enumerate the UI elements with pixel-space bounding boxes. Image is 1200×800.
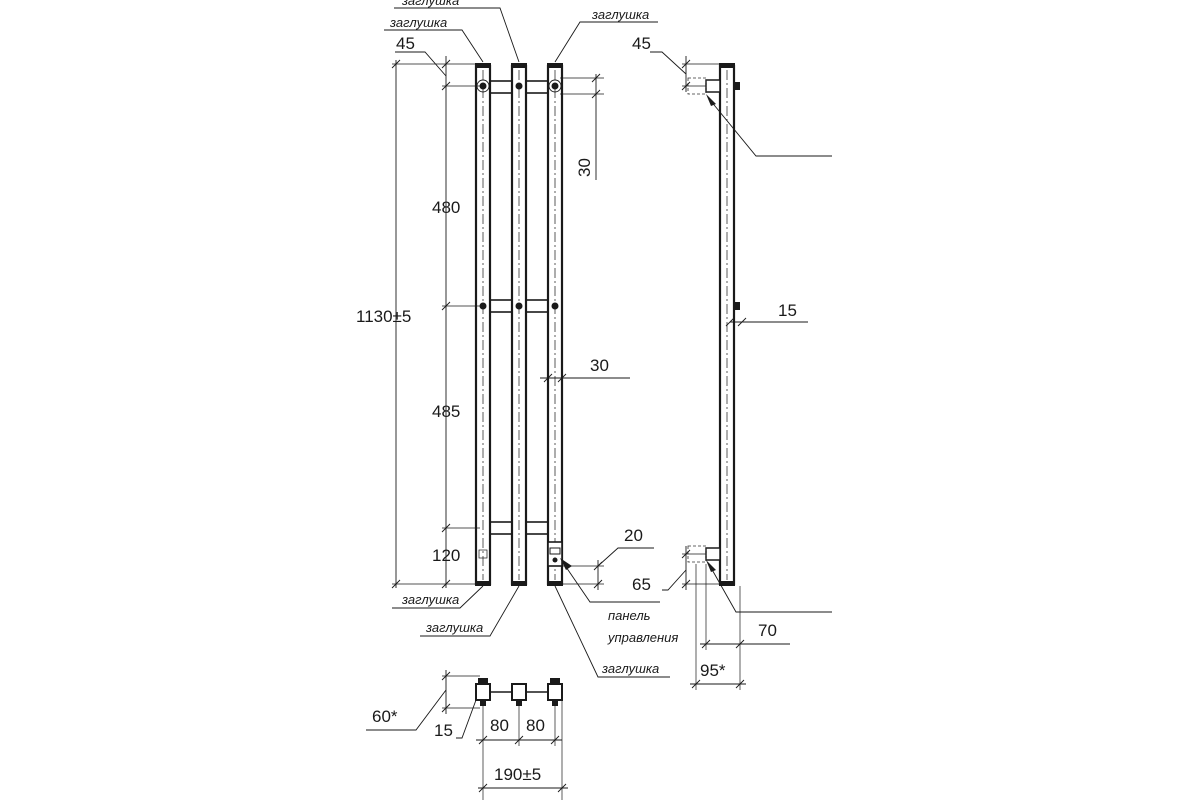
crossbar-top-right xyxy=(525,80,551,94)
label-panel-line1: панель xyxy=(608,608,651,623)
dim-bottom-offset: 120 xyxy=(432,546,460,565)
label-cap-bottom-middle: заглушка xyxy=(425,620,483,635)
cap-top-middle xyxy=(511,63,527,68)
side-dim-total-depth: 95* xyxy=(700,661,726,680)
cap-bottom-middle xyxy=(511,581,527,586)
plan-dim-bracket: 15 xyxy=(434,721,453,740)
control-panel xyxy=(547,541,563,567)
mount-bolt xyxy=(515,82,523,90)
label-panel-line2: управления xyxy=(607,630,678,645)
plan-foot-middle xyxy=(516,700,522,706)
plan-foot-left xyxy=(480,700,486,706)
side-cap-bottom xyxy=(719,581,735,586)
dim-height-total: 1130±5 xyxy=(356,307,411,326)
side-bolt-mid xyxy=(734,302,740,310)
plan-tube-right xyxy=(547,683,563,701)
side-bolt-top xyxy=(734,82,740,90)
crossbar-top-left xyxy=(489,80,515,94)
cap-bottom-right xyxy=(547,581,563,586)
dim-bar-pitch: 30 xyxy=(575,158,594,177)
plan-cap-right xyxy=(550,678,560,684)
label-cap-bottom-left: заглушка xyxy=(401,592,459,607)
plan-tube-left xyxy=(475,683,491,701)
side-bracket-top xyxy=(705,79,721,93)
dim-tube-width: 30 xyxy=(590,356,609,375)
crossbar-bottom-right xyxy=(525,521,551,535)
mount-bolt xyxy=(551,82,559,90)
drain-plug xyxy=(478,549,488,559)
cap-top-left xyxy=(475,63,491,68)
crossbar-mid-right xyxy=(525,299,551,313)
plan-view: 60* 15 80 80 190±5 xyxy=(366,670,568,800)
bolt-ring xyxy=(548,79,562,93)
plan-dim-width-total: 190±5 xyxy=(494,765,541,784)
label-cap-top-middle: заглушка xyxy=(401,0,459,8)
mount-bolt xyxy=(479,82,487,90)
crossbar-bottom-left xyxy=(489,521,515,535)
side-view: 45 15 65 70 95* xyxy=(632,34,832,690)
cap-top-right xyxy=(547,63,563,68)
label-cap-top-left: заглушка xyxy=(389,15,447,30)
mount-bolt xyxy=(479,302,487,310)
mount-bolt xyxy=(515,302,523,310)
plan-tube-middle xyxy=(511,683,527,701)
dim-upper-span: 480 xyxy=(432,198,460,217)
side-dim-wall-depth: 70 xyxy=(758,621,777,640)
side-dim-tube-width: 15 xyxy=(778,301,797,320)
dim-panel-offset: 20 xyxy=(624,526,643,545)
plan-dim-spacing-left: 80 xyxy=(490,716,509,735)
cap-bottom-left xyxy=(475,581,491,586)
dim-top-offset: 45 xyxy=(396,34,415,53)
mount-bolt xyxy=(551,302,559,310)
front-view: 45 480 485 120 1130±5 30 30 20 заглушка … xyxy=(356,0,678,678)
side-bracket-bottom xyxy=(705,547,721,561)
crossbar-mid-left xyxy=(489,299,515,313)
plan-dim-depth: 60* xyxy=(372,707,398,726)
dim-lower-span: 485 xyxy=(432,402,460,421)
label-cap-top-right: заглушка xyxy=(591,7,649,22)
plan-foot-right xyxy=(552,700,558,706)
label-cap-bottom-right: заглушка xyxy=(601,661,659,676)
plan-dim-spacing-right: 80 xyxy=(526,716,545,735)
side-dim-bottom-offset: 65 xyxy=(632,575,651,594)
side-cap-top xyxy=(719,63,735,68)
plan-cap-left xyxy=(478,678,488,684)
side-dim-top-offset: 45 xyxy=(632,34,651,53)
